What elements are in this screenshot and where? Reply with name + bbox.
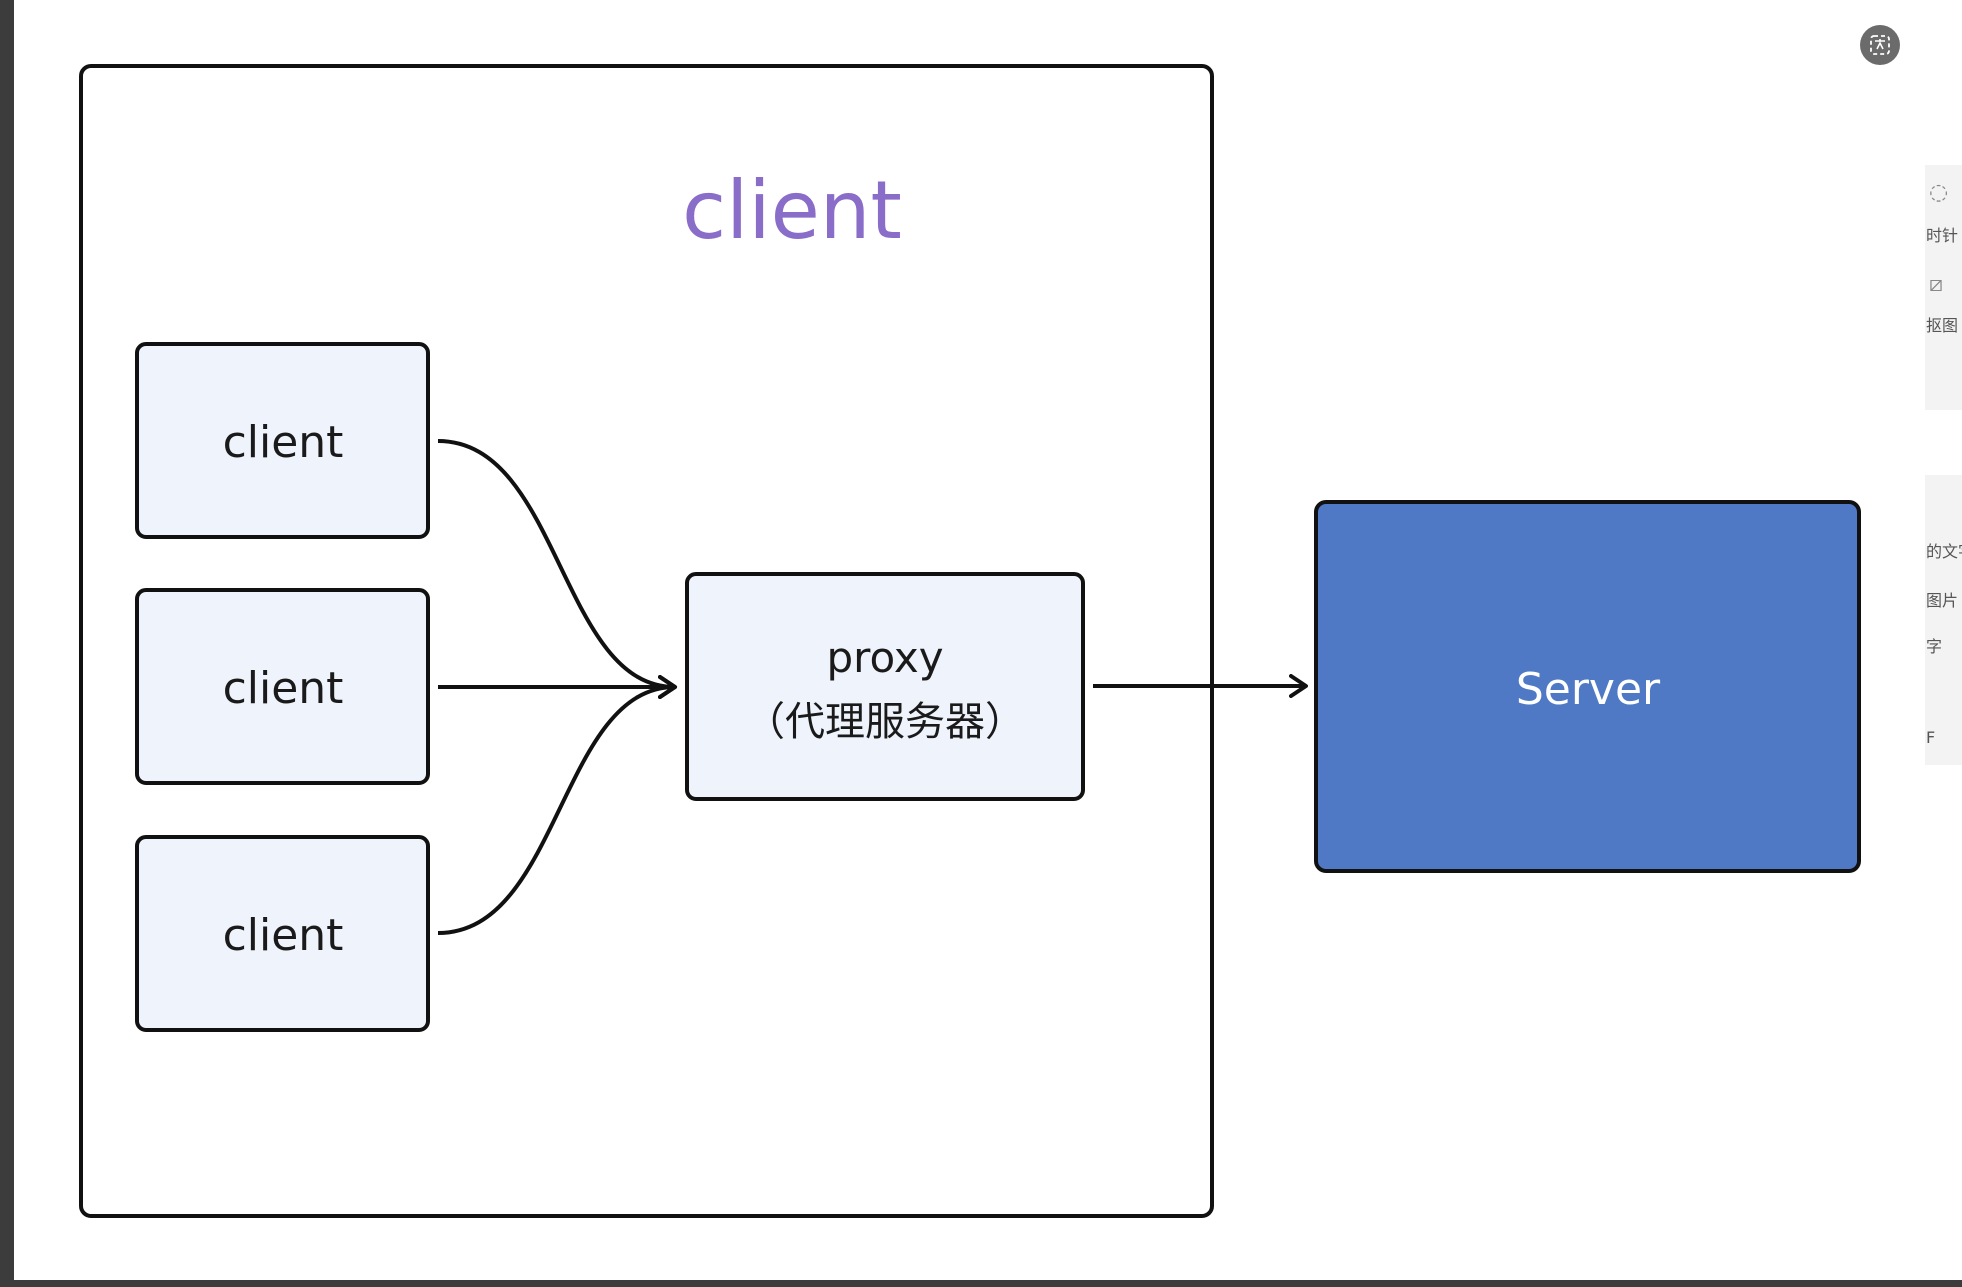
panel-item-cutout[interactable]: 抠图 <box>1926 316 1959 335</box>
connector-client3-proxy <box>437 675 677 935</box>
proxy-box <box>685 572 1085 801</box>
client-box-2 <box>135 588 430 785</box>
client-box-1-label: client <box>223 417 344 468</box>
server-box <box>1314 500 1861 873</box>
panel-band <box>1925 165 1962 410</box>
panel-item-pin[interactable]: 时针 <box>1926 226 1959 245</box>
client-box-1 <box>135 342 430 539</box>
translate-glyph <box>1870 35 1890 55</box>
panel-item-text[interactable]: 的文字 <box>1926 542 1962 561</box>
bottom-dark-strip <box>0 1280 1962 1287</box>
panel-item-image[interactable]: 图片 <box>1926 591 1959 610</box>
client-box-2-label: client <box>223 663 344 714</box>
cutout-icon[interactable]: ⧄ <box>1929 272 1943 297</box>
client-box-3 <box>135 835 430 1032</box>
pin-icon[interactable]: ◌ <box>1929 180 1949 205</box>
panel-item-f[interactable]: F <box>1926 728 1936 747</box>
server-label: Server <box>1516 664 1661 715</box>
right-tool-panel: ◌ 时针 ⧄ 抠图 的文字 图片 字 F <box>1925 0 1962 1287</box>
left-dark-strip <box>0 0 14 1287</box>
panel-band <box>1925 475 1962 765</box>
connector-client1-proxy <box>437 439 677 699</box>
panel-item-char[interactable]: 字 <box>1926 637 1943 656</box>
translate-close-icon[interactable] <box>1860 25 1900 65</box>
proxy-sublabel: （代理服务器） <box>745 699 1025 745</box>
group-title: client <box>682 164 902 257</box>
client-box-3-label: client <box>223 910 344 961</box>
proxy-label: proxy <box>826 633 943 682</box>
